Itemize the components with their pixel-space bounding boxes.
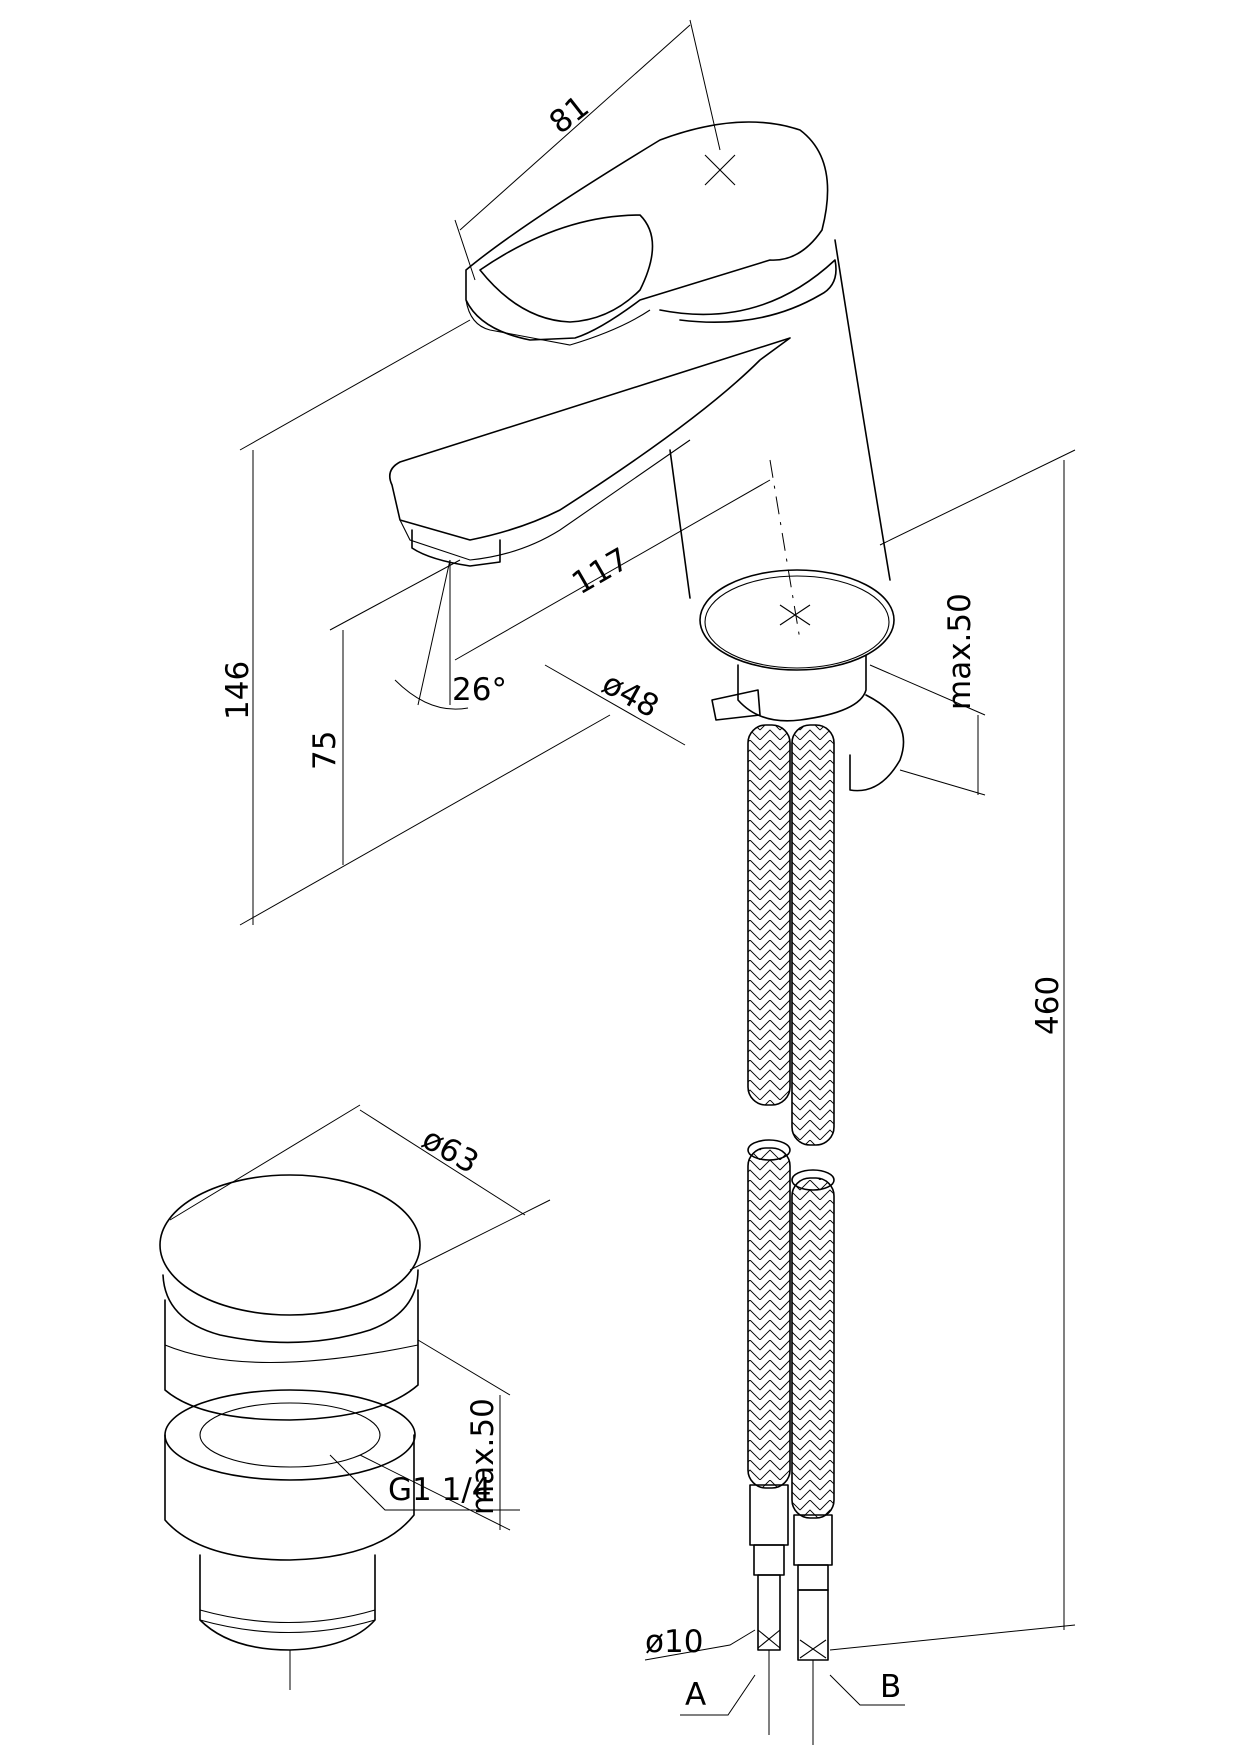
faucet-base-ring [704, 575, 890, 669]
faucet-base-top [699, 569, 895, 671]
label-48: ø48 [596, 666, 665, 726]
hose-a-end-cross [757, 1629, 781, 1649]
dim-max50-ext [869, 664, 986, 796]
drain-tailpiece [199, 1554, 376, 1651]
dim-460-ext [829, 449, 1076, 1651]
handle-cutout [479, 214, 654, 323]
label-146: 146 [220, 661, 256, 720]
spout-underside [399, 439, 691, 561]
dim-81-line [459, 24, 691, 231]
mount-plate [711, 689, 761, 721]
hose-b-upper [791, 724, 835, 1146]
handle-base-cap [659, 259, 837, 324]
leader-b [829, 1674, 905, 1706]
label-g114: G1 1/4 [388, 1472, 492, 1508]
hose-b-end-cross [799, 1639, 827, 1659]
leader-a [680, 1674, 756, 1716]
faucet-axis-line [769, 459, 801, 641]
drain-thread-lines [199, 1609, 376, 1634]
drain-cap [159, 1174, 421, 1316]
label-max50-drain: max.50 [465, 1398, 501, 1515]
drain-cap-rim [162, 1269, 419, 1344]
faucet-body-right-edge [834, 239, 891, 581]
dim-75-ext [329, 559, 461, 631]
label-63: ø63 [416, 1121, 485, 1181]
faucet-body-left-edge [669, 449, 691, 599]
dim-drain-max50-ext [359, 1339, 511, 1531]
hose-a-ferrule [749, 1484, 789, 1546]
mount-washer [849, 694, 905, 792]
base-cross [779, 604, 811, 626]
hose-a-nut [753, 1544, 785, 1576]
leader-g114 [329, 1454, 520, 1511]
label-d10: ø10 [645, 1624, 703, 1660]
drain-opening-inner [199, 1402, 381, 1468]
hose-b-ferrule [793, 1514, 833, 1566]
dim-63-ext [169, 1104, 551, 1271]
hose-b-lower [791, 1177, 835, 1519]
leader-d10 [644, 1629, 756, 1661]
handle-lever [465, 121, 829, 341]
spout-aerator [411, 529, 501, 567]
hose-a-lower [747, 1147, 791, 1489]
label-460: 460 [1030, 976, 1066, 1035]
faucet-drawing [389, 121, 905, 792]
spout-top [389, 337, 791, 541]
dimension-labels: 81 146 75 117 26° ø48 max.50 460 ø63 max… [220, 89, 1066, 1713]
dim-117-line [454, 479, 771, 661]
dim-26-lines [417, 559, 451, 706]
label-81: 81 [543, 89, 596, 142]
label-max50-faucet: max.50 [942, 593, 978, 710]
hose-b-lower-end [791, 1169, 835, 1191]
dimension-lines [169, 19, 1076, 1716]
hose-a-lower-end [747, 1139, 791, 1161]
dim-26-arc [394, 679, 469, 710]
label-117: 117 [566, 541, 635, 602]
dim-48-line [544, 664, 686, 746]
drain-body-lower [164, 1434, 415, 1561]
handle-cross [704, 154, 736, 186]
dim-63-line [359, 1109, 526, 1216]
drain-flange-line [164, 1344, 419, 1363]
label-connection-a: A [685, 1677, 706, 1713]
label-26: 26° [452, 672, 507, 708]
supply-hoses [747, 724, 835, 1745]
faucet-collar [737, 654, 867, 722]
dim-146-ext [239, 319, 611, 926]
dim-81-ext [454, 19, 721, 281]
hose-b-nut [797, 1564, 829, 1591]
hose-a-upper [747, 724, 791, 1106]
drain-body-upper [164, 1289, 419, 1421]
label-connection-b: B [880, 1669, 901, 1705]
label-75: 75 [307, 731, 343, 770]
handle-lever-underside [465, 299, 651, 346]
drain-drawing [159, 1174, 421, 1690]
